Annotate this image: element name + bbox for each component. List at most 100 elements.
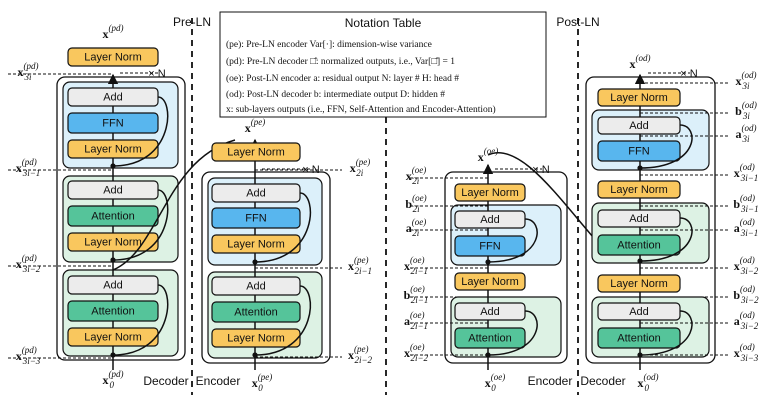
pre-ln-encoder-layer-norm-block-label: Layer Norm: [227, 333, 284, 345]
post-ln-encoder-left-label: x(oe)2i−2: [404, 342, 429, 363]
pre-ln-encoder-bottom-label: x(pe)0: [252, 372, 273, 393]
post-ln-decoder-residual-path: [639, 310, 693, 356]
post-ln-decoder-frame: [585, 76, 716, 364]
post-ln-encoder-repeat-label: × N: [532, 164, 549, 176]
post-ln-decoder-add-block-label: Add: [629, 120, 649, 132]
post-ln-decoder-right-label: a(od)3i−2: [734, 310, 759, 331]
post-ln-encoder-ffn-block: [454, 235, 526, 257]
notation-row: (od): Post-LN decoder b: intermediate ou…: [226, 89, 445, 100]
pre-ln-encoder-ffn-block-label: FFN: [245, 213, 266, 225]
pre-ln-title: Pre-LN: [173, 15, 211, 29]
post-ln-decoder-top-label: x(od): [630, 53, 651, 71]
post-ln-encoder-layer-norm-block-label: Layer Norm: [461, 187, 518, 199]
post-ln-decoder-layer-norm-block: [597, 88, 681, 107]
post-ln-title: Post-LN: [556, 15, 599, 29]
notation-row: (pd): Pre-LN decoder □̂: normalized outp…: [226, 56, 455, 67]
post-ln-decoder-layer-norm-block-label: Layer Norm: [610, 184, 667, 196]
pre-ln-decoder-attention-block: [67, 205, 159, 227]
pre-ln-decoder-caption: Decoder: [143, 374, 188, 388]
notation-row: (pe): Pre-LN encoder Var[·]: dimension-w…: [226, 39, 432, 50]
post-ln-decoder-layer-norm-block-label: Layer Norm: [610, 92, 667, 104]
pre-ln-encoder-add-block-label: Add: [246, 188, 266, 200]
pre-ln-decoder-add-block-label: Add: [103, 185, 123, 197]
notation-row: (oe): Post-LN encoder a: residual output…: [226, 73, 459, 84]
notation-table-title: Notation Table: [345, 16, 422, 30]
pre-ln-decoder-left-label: x(pd)3i−1: [16, 157, 41, 178]
post-ln-encoder-add-block-label: Add: [480, 306, 500, 318]
post-ln-encoder-attention-block-label: Attention: [468, 333, 511, 345]
post-ln-decoder-repeat-label: × N: [680, 68, 697, 80]
post-ln-decoder-attention-block: [597, 327, 681, 349]
post-ln-decoder-caption: Decoder: [580, 374, 625, 388]
pre-ln-decoder-add-block-label: Add: [103, 92, 123, 104]
pre-ln-decoder-top-label: x(pd): [103, 23, 124, 41]
post-ln-decoder-right-label: a(od)3i−1: [734, 217, 759, 238]
post-ln-encoder-caption: Encoder: [528, 374, 573, 388]
pre-ln-decoder-attention-block-label: Attention: [91, 211, 134, 223]
post-ln-encoder-residual-path: [487, 310, 538, 356]
pre-ln-encoder-attention-block-label: Attention: [234, 307, 277, 319]
post-ln-encoder-attention-block: [454, 327, 526, 349]
pre-ln-encoder-layer-norm-block: [211, 328, 301, 348]
post-ln-encoder-top-label: x(oe): [478, 146, 499, 164]
post-ln-decoder-right-label: a(od)3i: [736, 123, 757, 144]
post-ln-encoder-layer-norm-block: [454, 272, 526, 291]
post-ln-encoder-left-label: b(oe)2i−1: [404, 284, 429, 305]
notation-row: x: sub-layers outputs (i.e., FFN, Self-A…: [226, 104, 496, 115]
pre-ln-decoder-residual-path: [112, 96, 169, 167]
pre-ln-encoder-residual-path: [254, 192, 311, 263]
pre-ln-decoder-left-label: x(pd)3i−3: [16, 345, 41, 366]
pre-ln-decoder-ffn-block: [67, 112, 159, 134]
post-ln-decoder-residual-path: [639, 124, 693, 169]
pre-ln-decoder-repeat-label: × N: [148, 68, 165, 80]
post-ln-decoder-layer-norm-block: [597, 180, 681, 199]
pre-ln-encoder-residual-path: [254, 285, 311, 356]
post-ln-decoder-residual-path: [639, 217, 693, 262]
pre-ln-encoder-caption: Encoder: [196, 374, 241, 388]
pre-ln-decoder-attention-block: [67, 300, 159, 322]
pre-ln-decoder-residual-path: [112, 284, 169, 356]
pre-ln-encoder-right-label: x(pe)2i−1: [348, 255, 372, 276]
pre-ln-decoder-ffn-block-label: FFN: [102, 118, 123, 130]
post-ln-encoder-residual-path: [487, 218, 538, 263]
pre-ln-encoder-final-layer-norm: [211, 142, 301, 162]
post-ln-decoder-attention-block-label: Attention: [617, 240, 660, 252]
post-ln-decoder-ffn-block-label: FFN: [628, 146, 649, 158]
pre-ln-encoder-layer-norm-block: [211, 234, 301, 254]
post-ln-encoder-layer-norm-block-label: Layer Norm: [461, 276, 518, 288]
pre-ln-decoder-left-label: x(pd)3i: [18, 61, 39, 82]
post-ln-encoder-left-label: a(oe)2i−1: [404, 310, 428, 331]
post-ln-decoder-layer-norm-block-label: Layer Norm: [610, 278, 667, 290]
pre-ln-decoder-final-layer-norm: [67, 47, 159, 67]
pre-ln-encoder-final-layer-norm-label: Layer Norm: [227, 147, 284, 159]
pre-ln-encoder-ffn-block: [211, 207, 301, 229]
post-ln-decoder-right-label: b(od)3i: [735, 100, 757, 121]
pre-ln-decoder-layer-norm-block: [67, 139, 159, 159]
post-ln-decoder-bottom-label: x(od)0: [638, 372, 659, 393]
pre-ln-decoder-attention-block-label: Attention: [91, 306, 134, 318]
pre-ln-decoder-layer-norm-block: [67, 232, 159, 252]
pre-ln-decoder-layer-norm-block-label: Layer Norm: [84, 332, 141, 344]
post-ln-decoder-right-label: b(od)3i−2: [733, 284, 759, 305]
notation-table-border: [219, 11, 547, 118]
post-ln-encoder-left-label: x(oe)2i−1: [404, 255, 428, 276]
post-ln-decoder-right-label: x(od)3i−3: [734, 342, 759, 363]
pre-ln-decoder-bottom-label: x(pd)0: [103, 369, 124, 390]
post-ln-decoder-right-label: x(od)3i−1: [734, 162, 759, 183]
pre-ln-decoder-left-label: x(pd)3i−2: [16, 253, 41, 274]
post-ln-encoder-left-label: b(oe)2i: [405, 193, 426, 214]
pre-ln-decoder-final-layer-norm-label: Layer Norm: [84, 52, 141, 64]
post-ln-encoder-left-label: x(oe)2i: [406, 165, 427, 186]
post-ln-decoder-right-label: x(od)3i: [736, 70, 757, 91]
pre-ln-decoder-layer-norm-block-label: Layer Norm: [84, 237, 141, 249]
post-ln-decoder-right-label: b(od)3i−1: [733, 193, 758, 214]
pre-ln-decoder-layer-norm-block-label: Layer Norm: [84, 144, 141, 156]
pre-ln-encoder-repeat-label: × N: [302, 164, 319, 176]
post-ln-decoder-add-block-label: Add: [629, 213, 649, 225]
post-ln-encoder-bottom-label: x(oe)0: [485, 372, 506, 393]
pre-ln-decoder-layer-norm-block: [67, 327, 159, 347]
pre-ln-encoder-add-block-label: Add: [246, 281, 266, 293]
pre-ln-encoder-top-label: x(pe): [245, 117, 266, 135]
